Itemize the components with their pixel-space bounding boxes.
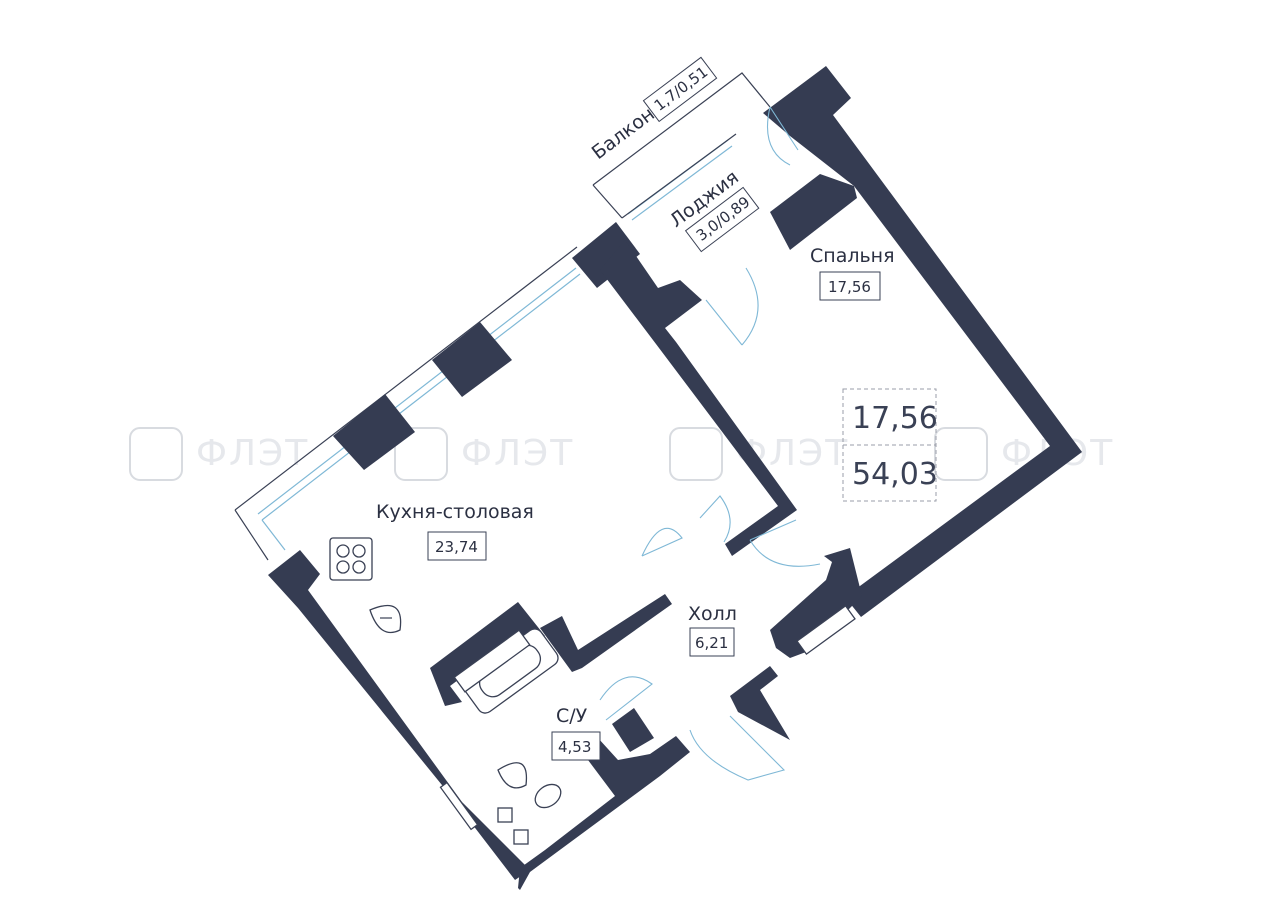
shaft-icon [497, 807, 529, 845]
bathroom-label: С/У 4,53 [551, 705, 601, 761]
svg-text:6,21: 6,21 [695, 634, 728, 652]
kitchen-sink-icon [369, 604, 402, 634]
svg-text:ФЛЭТ: ФЛЭТ [461, 433, 574, 474]
door-kitchen [641, 495, 731, 557]
wall-kitchen-left [268, 550, 530, 880]
svg-text:Холл: Холл [688, 603, 737, 625]
svg-text:23,74: 23,74 [435, 538, 478, 556]
svg-text:17,56: 17,56 [828, 278, 871, 296]
living-area-value: 17,56 [852, 401, 938, 436]
wall-bedroom-exterior [763, 66, 1082, 617]
wall-bath-bottom [518, 736, 690, 890]
watermark-logo-2: ФЛЭТ [394, 427, 574, 481]
watermark: ФЛЭТ ФЛЭТ ФЛЭТ ФЛЭТ [129, 427, 1112, 481]
loggia-label: Лоджия 3,0/0,89 [666, 166, 760, 253]
door-balcony [766, 106, 799, 166]
svg-text:С/У: С/У [556, 705, 588, 727]
svg-text:Балкон: Балкон [588, 103, 659, 164]
pillar-kitchen-mid [432, 322, 512, 397]
svg-text:4,53: 4,53 [558, 738, 591, 756]
pillar-kitchen-top [572, 222, 640, 288]
kitchen-window-band [234, 246, 581, 561]
balcony-label: Балкон 1,7/0,51 [588, 56, 718, 164]
wall-bath-top [540, 594, 672, 672]
loggia-glazing [621, 133, 737, 221]
svg-text:ФЛЭТ: ФЛЭТ [196, 433, 309, 474]
svg-text:Спальня: Спальня [810, 245, 895, 267]
watermark-logo-1: ФЛЭТ [129, 427, 309, 481]
wall-hall-closet [770, 548, 862, 658]
door-loggia [705, 267, 759, 346]
wall-loggia-right [770, 174, 857, 250]
bathtub-icon [461, 628, 559, 714]
bedroom-label: Спальня 17,56 [810, 245, 895, 301]
door-bathroom [599, 676, 653, 721]
door-entrance [689, 715, 786, 781]
stove-icon [329, 537, 373, 581]
hall-label: Холл 6,21 [688, 603, 737, 657]
svg-text:Кухня-столовая: Кухня-столовая [376, 501, 534, 523]
area-summary: 17,56 54,03 [842, 388, 938, 502]
door-bedroom [749, 519, 821, 567]
wall-bath-door-jamb [612, 708, 654, 752]
wall-hall-right [730, 666, 790, 740]
kitchen-label: Кухня-столовая 23,74 [376, 501, 534, 561]
wall-kitchen-bedroom [600, 240, 797, 556]
doors [599, 106, 821, 781]
total-area-value: 54,03 [852, 457, 938, 492]
bathroom-sink-icon [497, 762, 528, 789]
toilet-icon [534, 783, 562, 809]
walls [268, 66, 1082, 890]
bath-cabinet-icon [439, 604, 856, 831]
balcony-outline [592, 72, 771, 219]
pillar-kitchen-low [333, 394, 415, 470]
fixtures [329, 537, 856, 845]
